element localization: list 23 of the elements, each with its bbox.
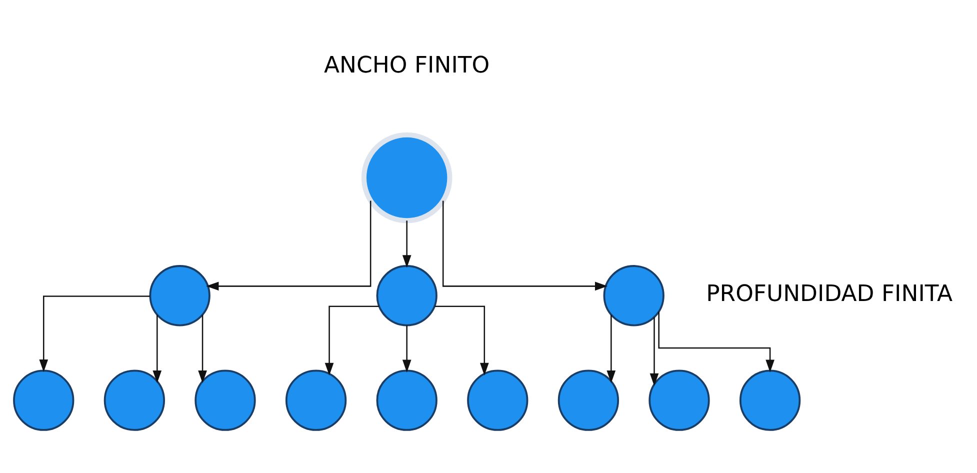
node-circle xyxy=(467,369,528,430)
arrow xyxy=(442,200,608,290)
arrow xyxy=(198,314,207,383)
node-circle xyxy=(13,369,74,430)
node-circle xyxy=(149,264,210,326)
arrow xyxy=(434,305,489,376)
node-circle xyxy=(739,369,801,430)
arrow xyxy=(650,316,659,386)
node-circle xyxy=(285,369,347,430)
node-circle xyxy=(376,369,438,430)
arrow xyxy=(402,324,412,372)
arrow xyxy=(324,305,379,376)
node-circle xyxy=(376,264,438,326)
arrow xyxy=(402,220,412,268)
node-circle xyxy=(603,264,664,326)
arrow xyxy=(606,314,616,383)
node-circle xyxy=(361,132,452,223)
label: PROFUNDIDAD FINITA xyxy=(706,280,953,307)
arrow xyxy=(658,311,774,372)
arrow xyxy=(152,314,162,383)
label: ANCHO FINITO xyxy=(324,52,490,78)
arrow xyxy=(206,200,372,290)
arrow xyxy=(39,295,150,372)
